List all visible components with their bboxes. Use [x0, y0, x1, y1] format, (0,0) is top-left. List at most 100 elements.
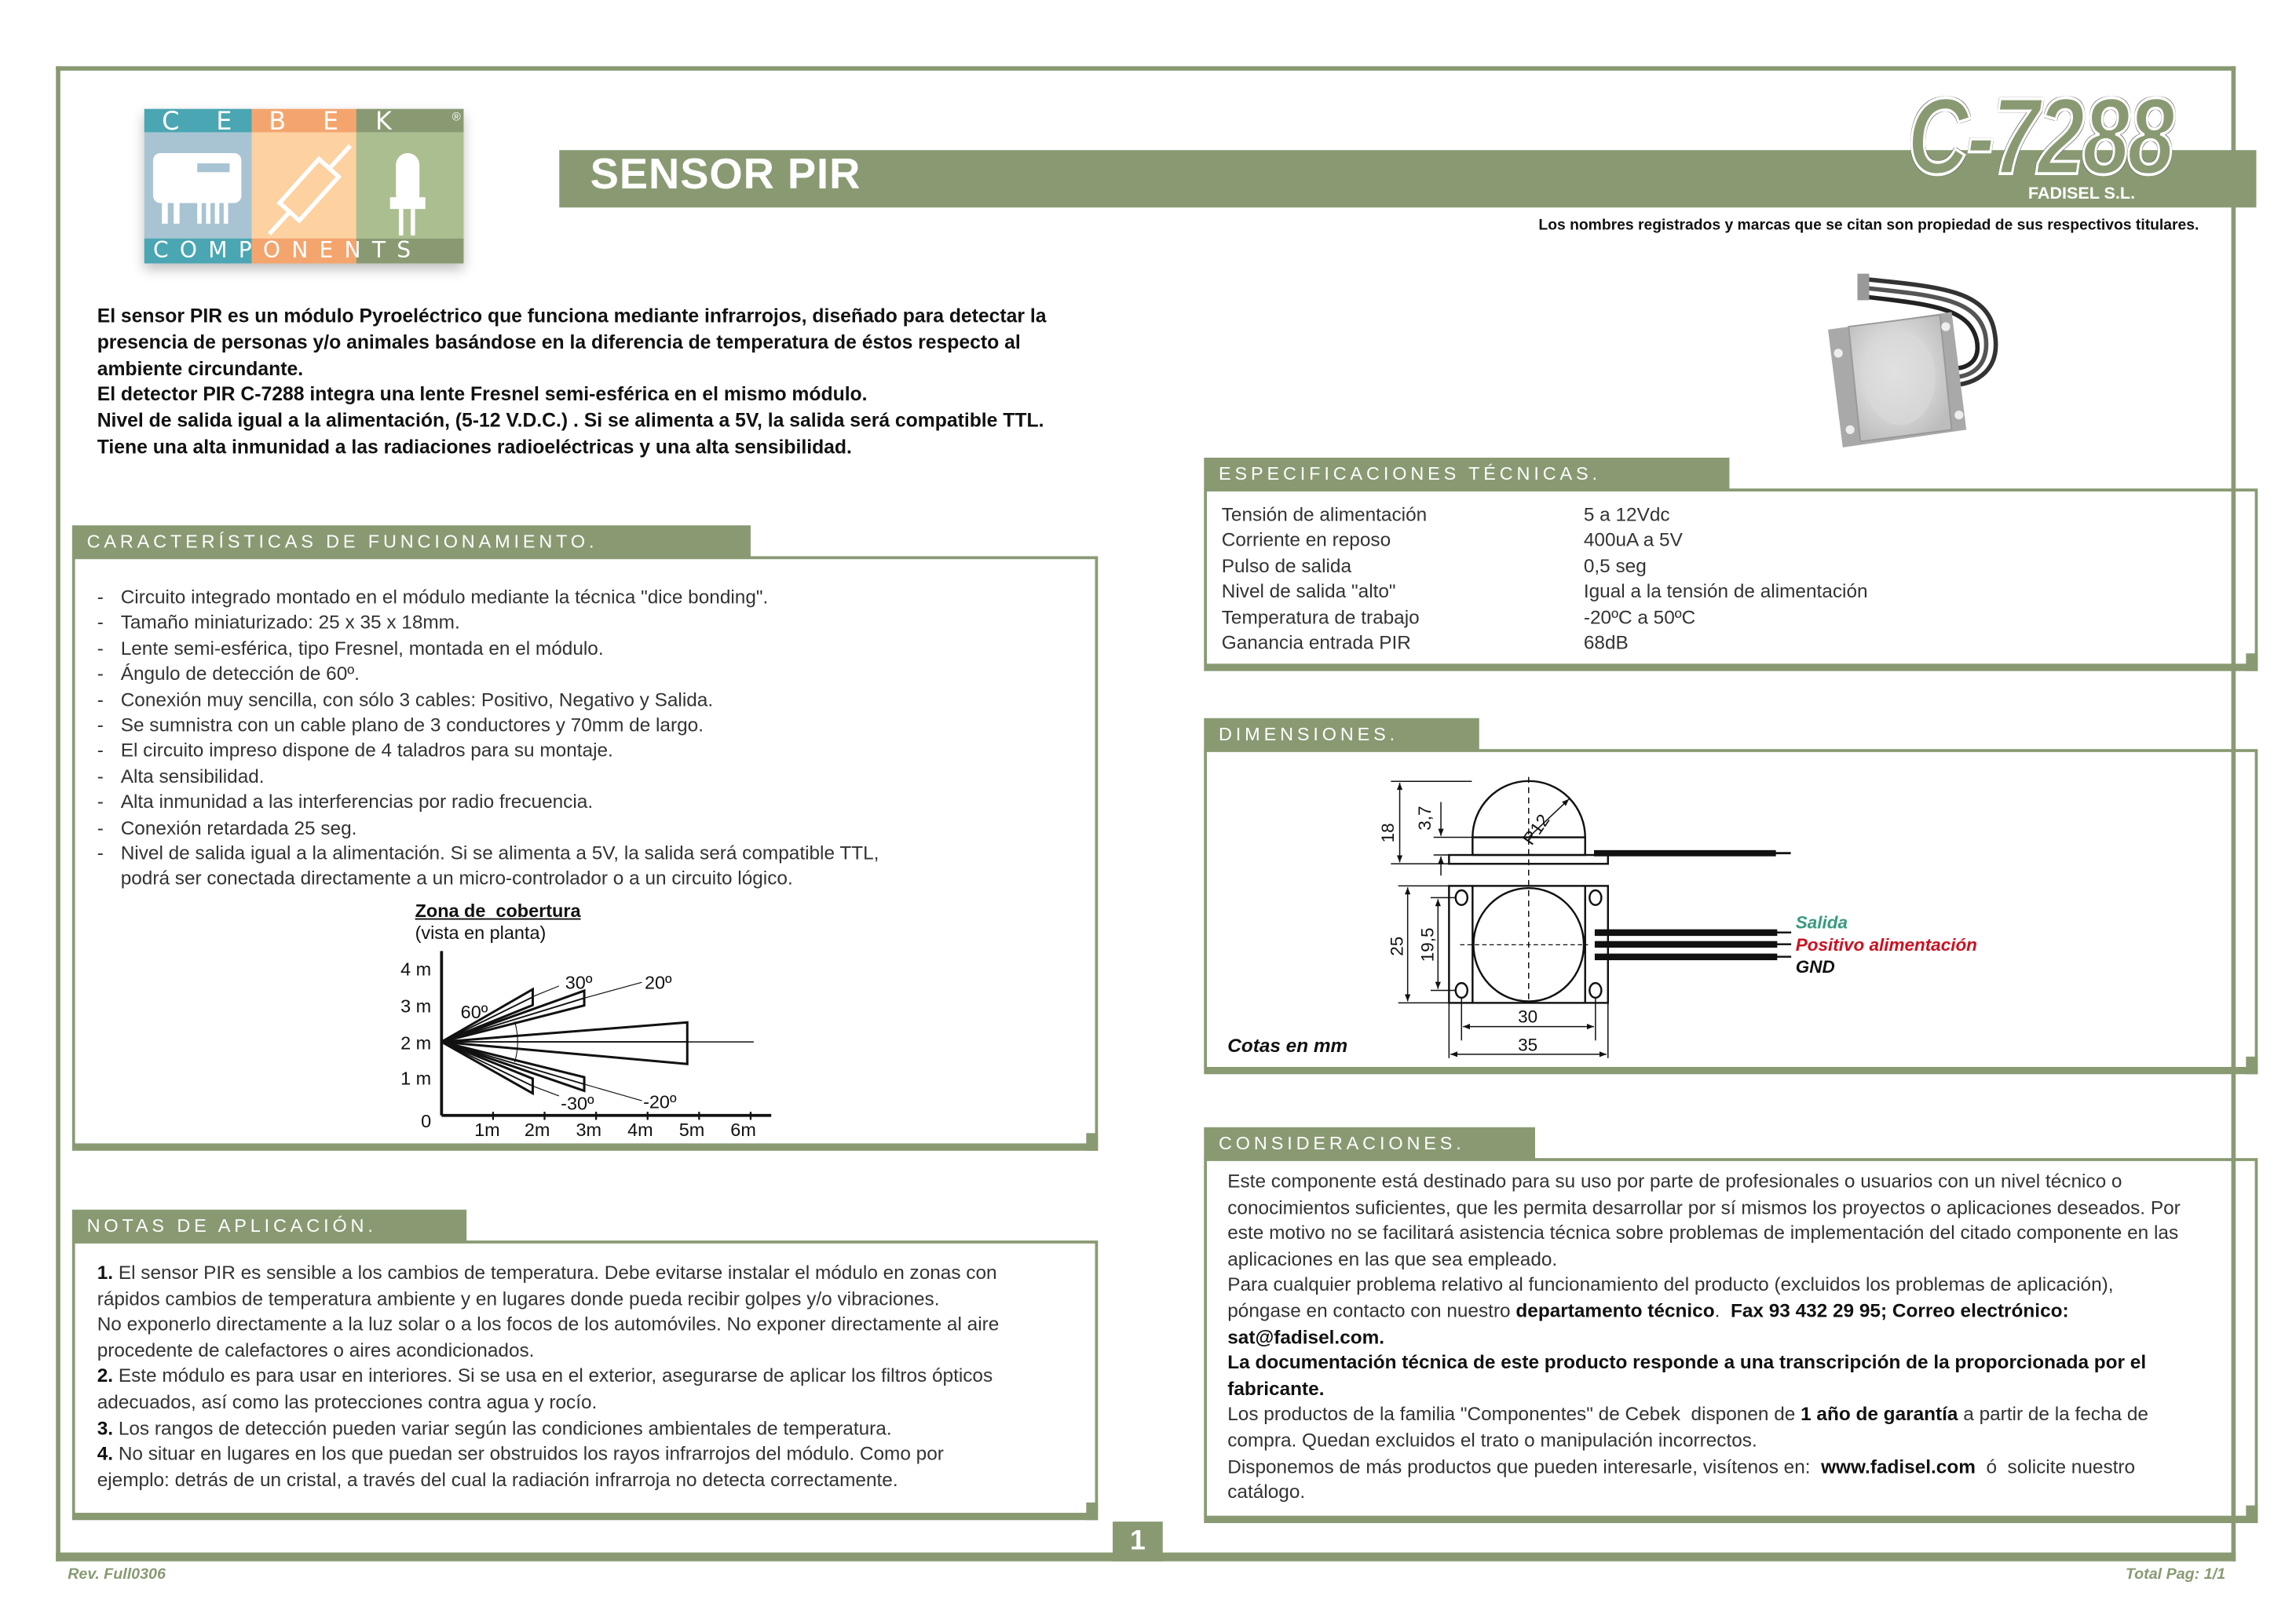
page-title: SENSOR PIR — [590, 152, 861, 199]
angle-label-30: 30º — [565, 973, 593, 993]
dimensions-box — [1204, 749, 2258, 1075]
list-item: -Nivel de salida igual a la alimentación… — [97, 842, 879, 890]
intro-line: Tiene una alta inmunidad a las radiacion… — [97, 435, 852, 458]
wire-gnd — [1594, 953, 1778, 961]
y-tick-label: 2 m — [400, 1032, 431, 1053]
frame-left — [56, 66, 60, 1562]
frame-right — [2231, 66, 2236, 1562]
text-line: este motivo no se facilitará asistencia … — [1227, 1222, 2179, 1244]
list-item: -Se sumnistra con un cable plano de 3 co… — [97, 714, 704, 736]
text-line: sat@fadisel.com. — [1227, 1324, 2181, 1350]
notes-heading: NOTAS DE APLICACIÓN. — [71, 1209, 467, 1242]
spec-row: Temperatura de trabajo-20ºC a 50ºC — [1221, 605, 1696, 628]
website-link[interactable]: www.fadisel.com — [1821, 1454, 1976, 1478]
considerations-text: Este componente está destinado para su u… — [1227, 1168, 2181, 1505]
leader-20 — [583, 981, 642, 999]
tech-dept-link: departamento técnico — [1515, 1299, 1715, 1322]
title-bar: SENSOR PIR — [559, 150, 2257, 208]
features-heading: CARACTERÍSTICAS DE FUNCIONAMIENTO. — [71, 525, 751, 558]
intro-line: Nivel de salida igual a la alimentación,… — [97, 409, 1044, 432]
angle-label-20: 20º — [645, 973, 672, 993]
features-box — [71, 556, 1099, 1151]
dimension-drawing: 18 3,7 R12 25 19,5 30 35 Salida Positivo… — [1227, 776, 1977, 1058]
intro-line: El detector PIR C-7288 integra una lente… — [97, 383, 868, 406]
logo-brand-text: CEBEK — [162, 107, 429, 137]
angle-label-60: 60º — [461, 1002, 488, 1022]
considerations-heading: CONSIDERACIONES. — [1204, 1127, 1535, 1160]
specs-heading: ESPECIFICACIONES TÉCNICAS. — [1204, 457, 1730, 491]
wire-label-output: Salida — [1796, 913, 1848, 933]
coverage-diagram: 0 1 m 2 m 3 m 4 m 1m 2m 3m 4m 5m 6m 60º … — [400, 951, 772, 1140]
dimensions-heading: DIMENSIONES. — [1204, 718, 1479, 751]
frame-top — [56, 66, 2236, 71]
trademark-disclaimer: Los nombres registrados y marcas que se … — [1538, 217, 2199, 235]
logo-registered-mark: ® — [452, 110, 461, 124]
beam-30-center — [441, 996, 533, 1043]
angle-label-minus-20: -20º — [643, 1091, 677, 1112]
specs-box — [1204, 488, 2258, 671]
contact-fax-email: Fax 93 432 29 95; Correo electrónico: — [1730, 1299, 2069, 1322]
list-item: -Conexión muy sencilla, con sólo 3 cable… — [97, 688, 714, 711]
units-note: Cotas en mm — [1227, 1036, 1347, 1057]
mounting-hole — [1589, 981, 1603, 999]
y-tick-label: 4 m — [400, 959, 431, 980]
x-tick-label: 2m — [525, 1120, 550, 1140]
dim-width-total: 25 — [1387, 937, 1406, 956]
revision-label: Rev. Full0306 — [68, 1565, 166, 1584]
note-item: 4. No situar en lugares en los que pueda… — [97, 1442, 944, 1491]
company-name: FADISEL S.L. — [2027, 185, 2136, 203]
list-item: -Conexión retardada 25 seg. — [97, 816, 357, 838]
wire-output — [1594, 929, 1778, 937]
resistor-icon — [267, 144, 353, 236]
cebek-logo: CEBEK ® COMPONENTS — [144, 107, 464, 264]
dim-base-height: 3,7 — [1415, 806, 1435, 831]
text-line: catálogo. — [1227, 1480, 1306, 1503]
leader-minus-20 — [583, 1083, 642, 1101]
mounting-hole — [1454, 889, 1468, 906]
y-tick-label: 3 m — [400, 996, 431, 1017]
list-item: -Tamaño miniaturizado: 25 x 35 x 18mm. — [97, 611, 460, 634]
x-tick-label: 1m — [474, 1120, 500, 1140]
led-icon — [389, 152, 426, 236]
text-line: conocimientos suficientes, que les permi… — [1227, 1196, 2181, 1218]
beam-minus-30-center — [441, 1041, 533, 1087]
leader-30 — [532, 985, 560, 997]
logo-components-text: COMPONENTS — [152, 236, 422, 264]
text-line: aplicaciones en las que sea empleado. — [1227, 1248, 1558, 1270]
notes-box — [71, 1240, 1099, 1521]
text-line: Para cualquier problema relativo al func… — [1227, 1273, 2114, 1296]
total-pages: Total Pag: 1/1 — [2125, 1565, 2226, 1584]
y-tick-label: 0 — [421, 1111, 431, 1131]
x-tick-label: 4m — [627, 1120, 653, 1140]
wire-label-positive: Positivo alimentación — [1796, 935, 1977, 955]
list-item: -Circuito integrado montado en el módulo… — [97, 586, 769, 608]
list-item: -El circuito impreso dispone de 4 taladr… — [97, 739, 613, 762]
component-icons — [152, 144, 426, 236]
text-line: Disponemos de más productos que pueden i… — [1227, 1454, 2136, 1478]
y-tick-label: 1 m — [400, 1068, 431, 1088]
support-email[interactable]: sat@fadisel.com. — [1227, 1325, 1385, 1348]
angle-arc — [514, 1021, 518, 1063]
fresnel-lens-top — [1472, 886, 1585, 1003]
note-item: 2. Este módulo es para usar en interiore… — [97, 1364, 993, 1413]
mounting-hole — [1454, 981, 1468, 999]
x-tick-label: 3m — [576, 1120, 601, 1140]
beam-20-center — [441, 997, 585, 1043]
wire-label-gnd: GND — [1796, 957, 1835, 977]
spec-row: Nivel de salida "alto"Igual a la tensión… — [1221, 579, 1868, 602]
beam-minus-20-center — [441, 1041, 585, 1085]
considerations-box — [1204, 1158, 2258, 1524]
page-number: 1 — [1113, 1522, 1163, 1562]
dim-radius: R12 — [1519, 811, 1553, 849]
beam-0 — [441, 1021, 689, 1065]
notes-list: 1. El sensor PIR es sensible a los cambi… — [97, 1259, 1000, 1492]
warranty-text: 1 año de garantía — [1801, 1402, 1958, 1426]
list-item: -Lente semi-esférica, tipo Fresnel, mont… — [97, 637, 604, 659]
wire-positive — [1594, 941, 1778, 948]
coverage-title: Zona de cobertura — [415, 901, 581, 922]
